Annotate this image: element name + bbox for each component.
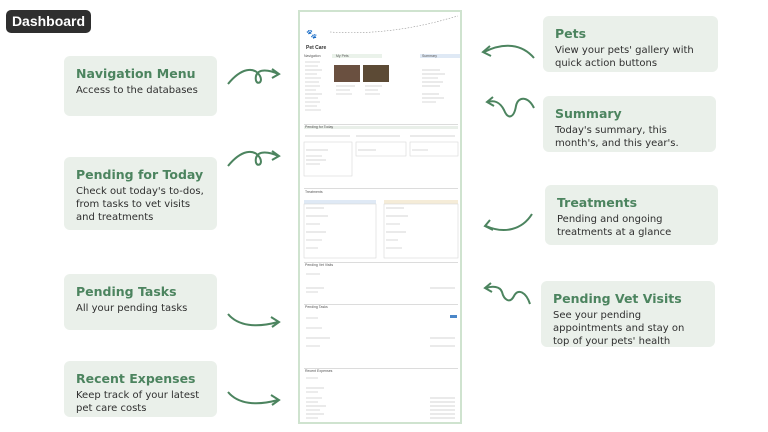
card-title: Pets [555,26,587,41]
card-desc: Today's summary, this month's, and this … [555,125,679,149]
pending-tasks-card: Pending Tasks All your pending tasks [64,274,217,330]
dashboard-badge: Dashboard [6,10,91,33]
navigation-menu-card: Navigation Menu Access to the databases [64,56,217,116]
recent-expenses-card: Recent Expenses Keep track of your lates… [64,361,217,417]
card-title: Pending for Today [76,167,204,182]
card-title: Treatments [557,195,638,210]
pending-today-card: Pending for Today Check out today's to-d… [64,157,217,230]
arrow-icon [227,68,281,85]
section-pending-tasks: Pending Tasks [305,305,328,309]
card-title: Navigation Menu [76,66,196,81]
card-title: Summary [555,106,622,121]
section-pending-today: Pending for Today [305,125,334,129]
section-treatments: Treatments [305,190,323,194]
dashboard-page-preview: 🐾 Pet Care Navigation My Pets Summary Pe… [298,10,462,424]
pets-card: Pets View your pets' gallery with quick … [543,16,718,72]
section-summary: Summary [422,54,437,58]
card-desc: See your pending appointments and stay o… [553,310,685,347]
card-desc: Access to the databases [76,85,198,96]
treatments-card: Treatments Pending and ongoing treatment… [545,185,718,245]
pet-photo-1[interactable] [334,65,360,82]
summary-card: Summary Today's summary, this month's, a… [543,96,716,152]
arrow-icon [483,213,533,231]
arrow-icon [481,44,535,59]
section-navigation: Navigation [304,54,321,58]
arrow-icon [227,391,281,406]
arrow-icon [485,96,535,118]
pending-vet-visits-card: Pending Vet Visits See your pending appo… [541,281,715,347]
section-pending-vet-visits: Pending Vet Visits [305,263,334,267]
card-desc: Pending and ongoing treatments at a glan… [557,214,672,238]
arrow-icon [483,282,531,305]
card-desc: All your pending tasks [76,303,188,314]
arrow-icon [227,150,281,167]
card-title: Recent Expenses [76,371,196,386]
paw-icon: 🐾 [306,29,318,39]
card-desc: Check out today's to-dos, from tasks to … [76,186,204,223]
page-content-lines [303,61,459,419]
paw-trail-icon [329,15,459,34]
card-title: Pending Vet Visits [553,291,682,306]
arrow-icon [227,313,281,328]
card-desc: View your pets' gallery with quick actio… [555,45,694,69]
card-desc: Keep track of your latest pet care costs [76,390,200,414]
section-recent-expenses: Recent Expenses [305,369,333,373]
page-title: Pet Care [306,45,327,51]
section-my-pets: My Pets [336,54,349,58]
card-title: Pending Tasks [76,284,177,299]
pet-photo-2[interactable] [363,65,389,82]
